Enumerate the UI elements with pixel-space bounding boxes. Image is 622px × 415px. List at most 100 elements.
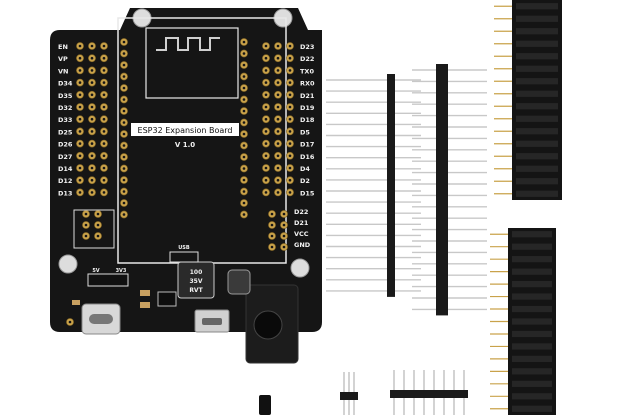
antenna-trace xyxy=(156,37,220,51)
pin-label: RX0 xyxy=(300,80,315,88)
female-socket xyxy=(512,268,552,275)
pad-hole xyxy=(90,56,94,60)
pad-hole xyxy=(288,166,292,170)
pad-hole xyxy=(276,105,280,109)
header-plastic xyxy=(390,390,468,398)
female-socket xyxy=(516,128,558,135)
board-version: V 1.0 xyxy=(175,141,195,149)
pad-hole xyxy=(90,166,94,170)
pin-label: VP xyxy=(58,55,68,63)
pad-hole xyxy=(122,201,126,205)
jumper-cap xyxy=(259,395,271,415)
female-socket xyxy=(516,190,558,197)
male-pin-header-strip xyxy=(326,74,421,297)
pad-hole xyxy=(122,190,126,193)
pad-hole xyxy=(122,98,126,101)
female-socket xyxy=(512,355,552,363)
pad-hole xyxy=(96,212,100,216)
pad-hole xyxy=(122,40,126,44)
pad-hole xyxy=(270,234,274,238)
pad-hole xyxy=(264,166,268,170)
pad-hole xyxy=(288,191,292,194)
pad-hole xyxy=(282,212,286,216)
power-label-5v: 5V xyxy=(92,268,99,274)
mount-hole xyxy=(290,258,310,278)
pad-hole xyxy=(78,105,82,109)
pad-hole xyxy=(102,81,106,84)
pad-hole xyxy=(102,56,106,60)
pad-hole xyxy=(242,178,246,182)
pad-hole xyxy=(84,212,88,216)
female-socket xyxy=(516,28,558,35)
pin-label: EN xyxy=(58,43,68,51)
pad-hole xyxy=(276,166,280,170)
pin-label: D34 xyxy=(58,80,73,88)
header-plastic xyxy=(436,64,448,316)
pad-hole xyxy=(264,191,268,194)
female-socket xyxy=(516,165,558,172)
pad-hole xyxy=(264,69,268,72)
pin-label: D26 xyxy=(58,141,73,149)
pad-hole xyxy=(288,130,292,133)
pad-hole xyxy=(84,223,88,227)
pad-hole xyxy=(78,154,82,158)
female-header-strip xyxy=(490,228,556,415)
pin-label: D22 xyxy=(300,55,314,63)
female-socket xyxy=(516,178,558,185)
pad-hole xyxy=(122,109,126,113)
pad-hole xyxy=(276,81,280,84)
capacitor-label: RVT xyxy=(189,287,203,294)
pad-hole xyxy=(102,142,106,145)
usb-switch xyxy=(169,251,199,263)
pad-hole xyxy=(270,245,274,249)
pin-label: VN xyxy=(58,67,68,75)
pad-hole xyxy=(84,234,88,238)
pad-hole xyxy=(288,81,292,84)
pad-hole xyxy=(276,56,280,60)
female-header-strip xyxy=(494,0,562,200)
header-plastic xyxy=(340,392,358,400)
pad-hole xyxy=(78,191,82,194)
female-socket xyxy=(512,393,552,400)
capacitor-label: 100 xyxy=(190,269,203,276)
pad-hole xyxy=(264,130,268,133)
pad-hole xyxy=(122,178,126,182)
pad-hole xyxy=(102,154,106,158)
female-socket xyxy=(516,153,558,160)
female-socket xyxy=(516,90,558,97)
pad-hole xyxy=(288,93,292,97)
smd-part xyxy=(72,300,80,305)
pad-hole xyxy=(102,130,106,133)
male-pin-header-strip xyxy=(412,64,487,316)
pad-hole xyxy=(264,44,268,48)
pad-hole xyxy=(90,154,94,158)
pin-label: D5 xyxy=(300,128,310,136)
pin-label: D2 xyxy=(300,177,310,185)
pad-hole xyxy=(242,167,246,170)
micro-usb-opening xyxy=(202,318,222,325)
female-socket xyxy=(512,368,552,375)
pin-label: D19 xyxy=(300,104,315,112)
header-plastic xyxy=(387,74,395,297)
pin-label: D22 xyxy=(294,208,308,216)
dc-jack-hole xyxy=(253,310,283,340)
female-socket xyxy=(512,293,552,300)
pad-hole xyxy=(242,144,246,147)
pad-hole xyxy=(78,81,82,84)
small-pin-header-3 xyxy=(340,372,358,415)
pin-label: D35 xyxy=(58,92,73,100)
pad-hole xyxy=(102,117,106,121)
female-socket xyxy=(516,40,558,47)
pad-hole xyxy=(122,75,126,78)
pad-hole xyxy=(264,178,268,182)
pad-hole xyxy=(90,191,94,194)
pad-hole xyxy=(122,132,126,136)
pad-hole xyxy=(90,130,94,133)
pin-label: D25 xyxy=(58,128,73,136)
pad-hole xyxy=(276,191,280,194)
pad-hole xyxy=(102,105,106,109)
pad-hole xyxy=(122,155,126,159)
female-socket xyxy=(516,15,558,22)
board-title-label xyxy=(131,123,239,136)
pin-label: D17 xyxy=(300,141,314,149)
